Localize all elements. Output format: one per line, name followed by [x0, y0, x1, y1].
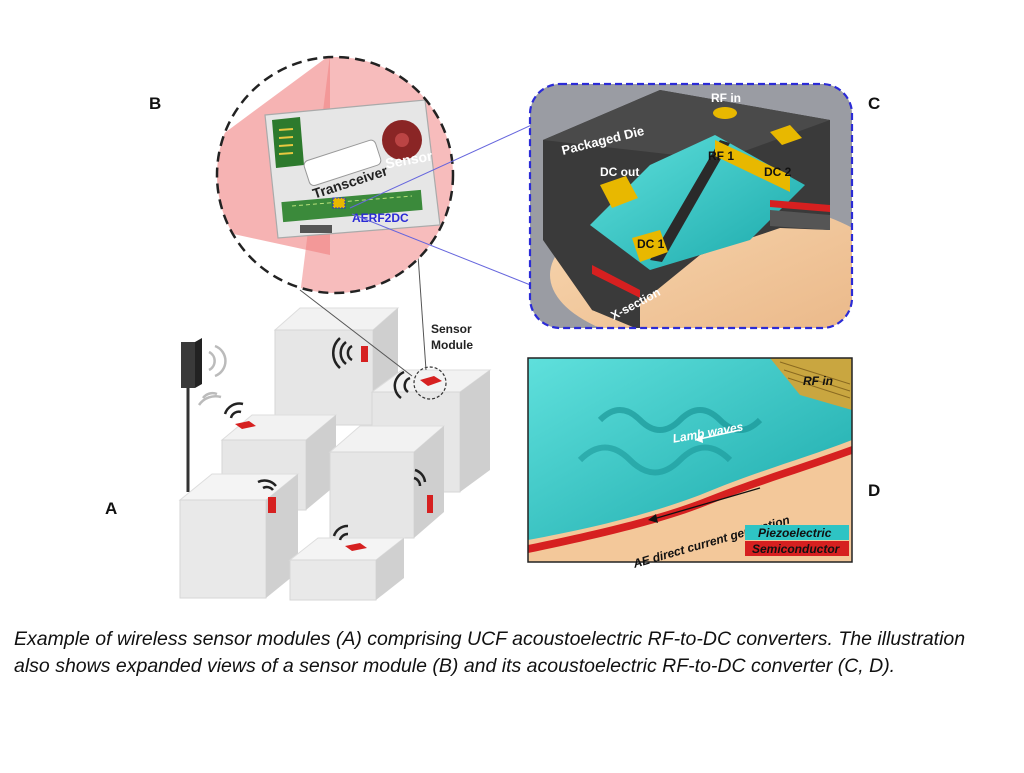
- figure-caption: Example of wireless sensor modules (A) c…: [14, 628, 966, 677]
- panel-d-waves: RF in Lamb waves AE direct current gener…: [527, 357, 853, 571]
- svg-text:DC 1: DC 1: [637, 237, 665, 251]
- svg-text:Sensor: Sensor: [431, 322, 472, 336]
- rf-reader-device: [181, 338, 227, 492]
- svg-text:Semiconductor: Semiconductor: [752, 542, 841, 556]
- svg-text:DC out: DC out: [600, 165, 639, 179]
- svg-text:Piezoelectric: Piezoelectric: [758, 526, 832, 540]
- sensor-module-label: Sensor Module: [431, 322, 473, 352]
- sensor-box-middle-right: [328, 425, 446, 539]
- svg-text:RF 1: RF 1: [708, 149, 734, 163]
- panel-letter-b: B: [149, 94, 162, 113]
- svg-text:DC 2: DC 2: [764, 165, 792, 179]
- svg-text:RF in: RF in: [803, 374, 833, 388]
- panel-b-zoom: Transceiver Sensor AERF2DC: [215, 55, 561, 295]
- svg-text:RF in: RF in: [711, 91, 741, 105]
- panel-letter-c: C: [868, 94, 881, 113]
- sensor-box-front-left: [178, 473, 300, 599]
- svg-text:AERF2DC: AERF2DC: [352, 211, 409, 225]
- panel-letter-d: D: [868, 481, 881, 500]
- svg-text:Module: Module: [431, 338, 473, 352]
- panel-letter-a: A: [105, 499, 118, 518]
- sensor-box-front-right: [288, 524, 406, 601]
- panel-a-boxes: [178, 254, 492, 601]
- panel-c-die: Packaged Die RF in DC out RF 1 DC 2 DC 1…: [528, 82, 854, 330]
